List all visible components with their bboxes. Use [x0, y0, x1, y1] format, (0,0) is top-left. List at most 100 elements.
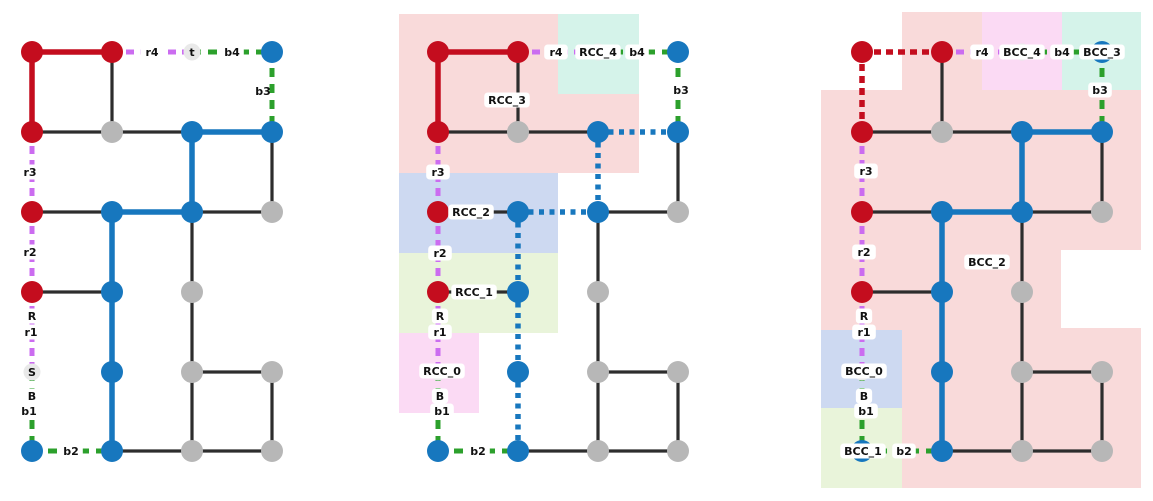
graph-node-red-12 [21, 281, 43, 303]
graph-node-blue-13 [507, 281, 529, 303]
label-B: B [860, 390, 868, 403]
label-pill-r4 [140, 44, 164, 60]
label-pill-B [431, 388, 449, 404]
graph-node-red-4 [21, 121, 43, 143]
graph-node-red-1 [931, 41, 953, 63]
graph-node-small-2 [183, 43, 201, 61]
label-r1: r1 [857, 326, 870, 339]
graph-node-gray-11 [261, 201, 283, 223]
graph-node-red-4 [427, 121, 449, 143]
label-pill-r1 [428, 324, 452, 340]
graph-node-red-8 [21, 201, 43, 223]
label-pill-b1 [430, 403, 454, 419]
graph-node-blue-6 [1011, 121, 1033, 143]
graph-node-red-0 [427, 41, 449, 63]
graph-node-gray-18 [1091, 361, 1113, 383]
label-BCC_0: BCC_0 [845, 365, 883, 378]
label-r3: r3 [23, 166, 36, 179]
label-b3: b3 [255, 85, 271, 98]
graph-node-blue-3 [261, 41, 283, 63]
diagram-bcc: tSr4BCC_4b4BCC_3b3r3r2BCC_2Rr1BCC_0Bb1BC… [821, 12, 1141, 488]
graph-node-gray-14 [587, 281, 609, 303]
label-pill-BCC_2 [964, 254, 1010, 270]
graph-node-blue-9 [507, 201, 529, 223]
label-r3: r3 [859, 165, 872, 178]
label-pill-b2 [892, 443, 916, 459]
graph-node-gray-22 [1091, 440, 1113, 462]
label-pill-r4 [970, 44, 994, 60]
label-pill-R [23, 308, 41, 324]
label-pill-b3 [1088, 82, 1112, 98]
graph-node-blue-20 [931, 440, 953, 462]
graph-node-gray-18 [667, 361, 689, 383]
graph-node-blue-19 [21, 440, 43, 462]
label-RCC_3: RCC_3 [488, 94, 526, 107]
label-r2: r2 [433, 247, 446, 260]
label-pill-b4 [1050, 44, 1074, 60]
label-pill-RCC_4 [575, 44, 621, 60]
graph-node-blue-7 [261, 121, 283, 143]
label-r4: r4 [975, 46, 988, 59]
label-pill-BCC_3 [1079, 44, 1125, 60]
graph-node-blue-9 [101, 201, 123, 223]
graph-node-blue-20 [101, 440, 123, 462]
graph-node-blue-7 [1091, 121, 1113, 143]
graph-node-blue-20 [507, 440, 529, 462]
label-b1: b1 [858, 405, 874, 418]
graph-node-gray-5 [931, 121, 953, 143]
graph-node-gray-5 [101, 121, 123, 143]
label-pill-b1 [854, 403, 878, 419]
label-pill-B [23, 388, 41, 404]
label-b2: b2 [470, 445, 486, 458]
label-r2: r2 [857, 246, 870, 259]
graph-node-red-0 [851, 41, 873, 63]
label-b3: b3 [1092, 84, 1108, 97]
graph-node-small-15 [23, 363, 41, 381]
label-pill-BCC_0 [841, 363, 887, 379]
graph-node-red-12 [851, 281, 873, 303]
graph-node-blue-16 [931, 361, 953, 383]
label-BCC_3: BCC_3 [1083, 46, 1121, 59]
graph-node-red-1 [507, 41, 529, 63]
graph-node-gray-5 [507, 121, 529, 143]
label-RCC_0: RCC_0 [423, 365, 461, 378]
label-pill-BCC_4 [999, 44, 1045, 60]
label-RCC_2: RCC_2 [452, 206, 490, 219]
label-pill-b4 [625, 44, 649, 60]
label-b4: b4 [1054, 46, 1070, 59]
label-r1: r1 [433, 326, 446, 339]
label-pill-r2 [18, 244, 42, 260]
label-R: R [28, 310, 37, 323]
graph-node-gray-22 [261, 440, 283, 462]
graph-node-gray-17 [181, 361, 203, 383]
graph-node-gray-18 [261, 361, 283, 383]
label-pill-r3 [426, 164, 450, 180]
label-RCC_1: RCC_1 [455, 286, 493, 299]
label-pill-R [431, 308, 449, 324]
label-pill-R [855, 308, 873, 324]
label-pill-r4 [544, 44, 568, 60]
graph-node-blue-6 [587, 121, 609, 143]
label-pill-BCC_1 [840, 443, 886, 459]
graph-node-blue-13 [101, 281, 123, 303]
graph-node-gray-11 [667, 201, 689, 223]
graph-node-gray-17 [1011, 361, 1033, 383]
graph-node-blue-19 [427, 440, 449, 462]
label-b4: b4 [224, 46, 240, 59]
label-b2: b2 [896, 445, 912, 458]
label-RCC_4: RCC_4 [579, 46, 617, 59]
label-pill-RCC_1 [451, 284, 497, 300]
graph-node-blue-10 [587, 201, 609, 223]
graph-node-red-1 [101, 41, 123, 63]
graph-node-red-0 [21, 41, 43, 63]
label-pill-r3 [18, 164, 42, 180]
diagram-rcc: tSr4RCC_4b4b3RCC_3r3RCC_2r2RCC_1Rr1RCC_0… [399, 14, 693, 462]
region-highlight-bcc-4 [1061, 250, 1141, 328]
label-B: B [28, 390, 36, 403]
graph-node-blue-10 [181, 201, 203, 223]
node-label-t: t [189, 46, 194, 59]
label-BCC_1: BCC_1 [844, 445, 882, 458]
graph-node-blue-13 [931, 281, 953, 303]
